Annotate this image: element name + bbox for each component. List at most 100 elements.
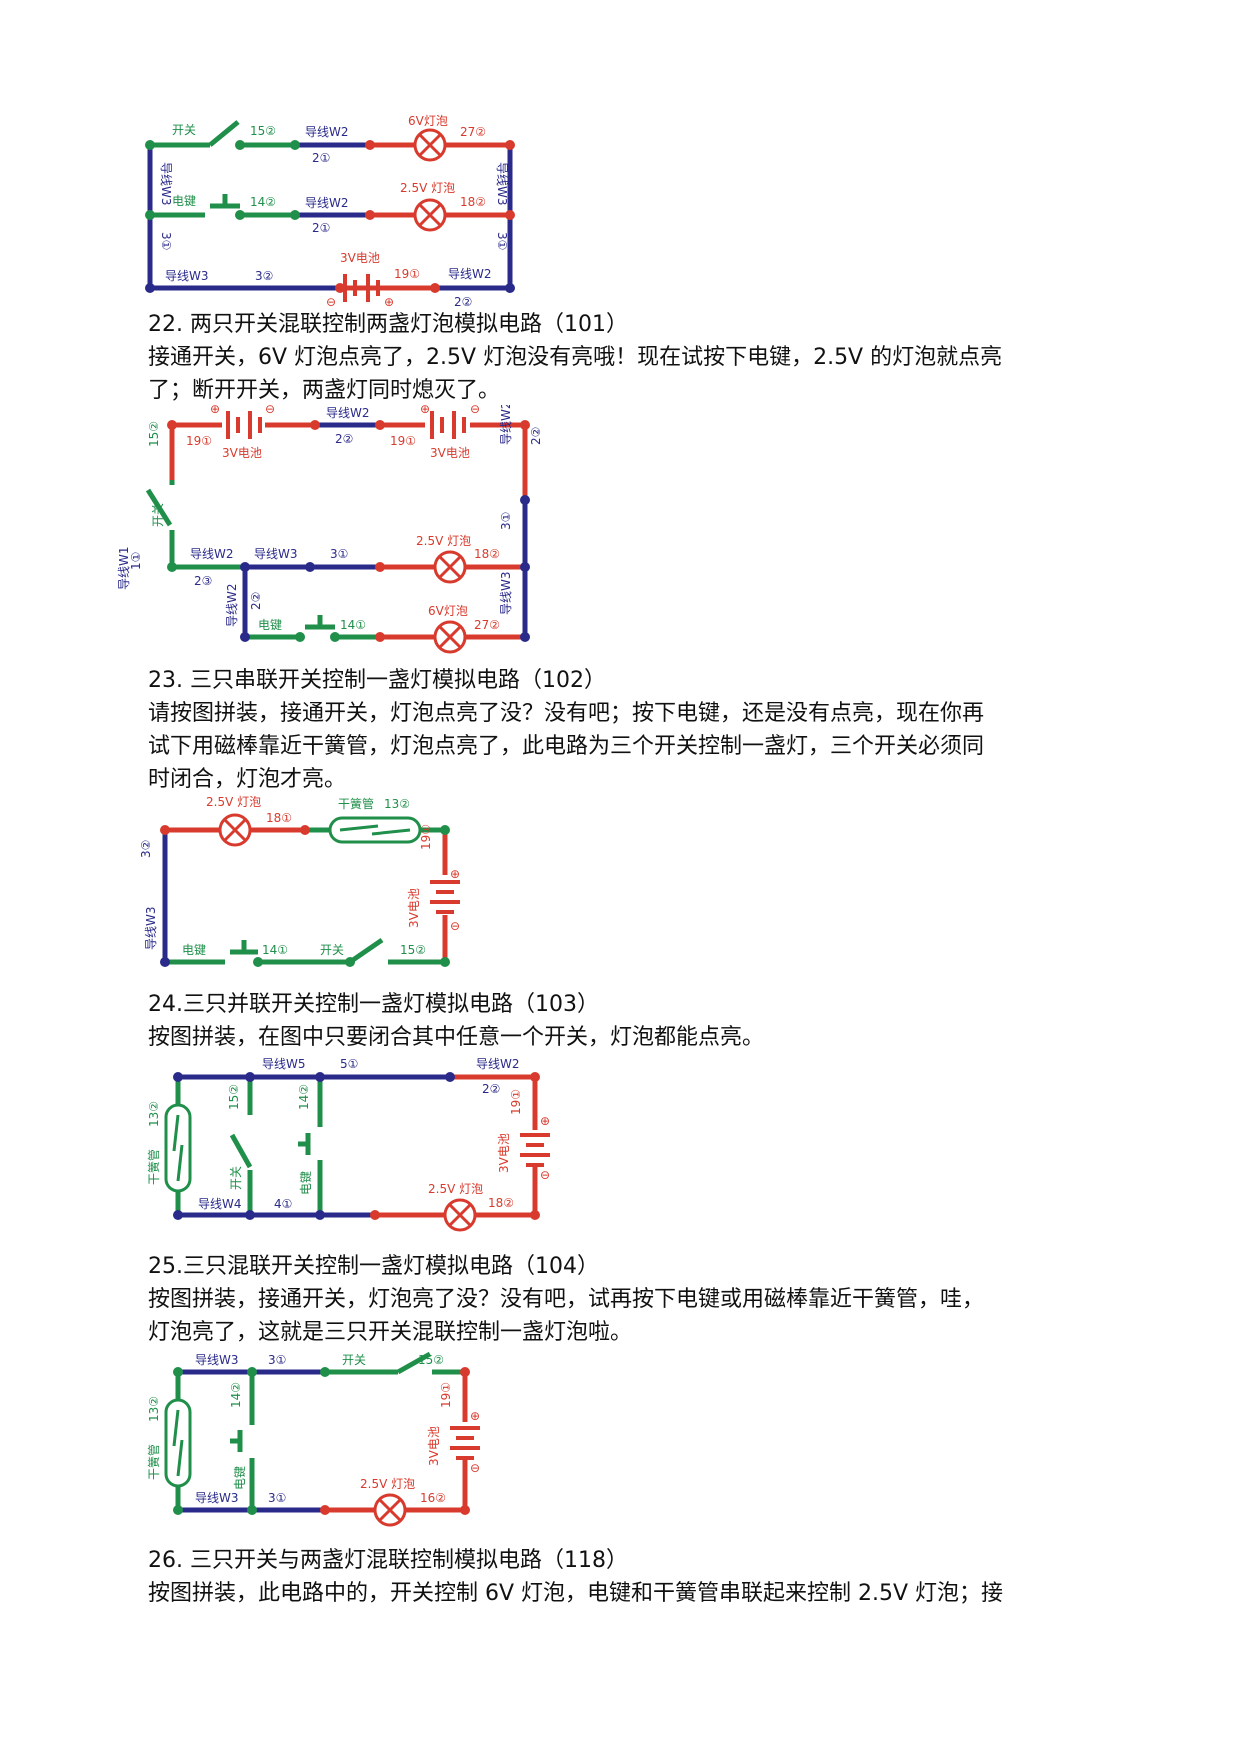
code-19-1b: 19① [390,434,416,448]
label-w2-bottom: 导线W2 [448,267,492,281]
label-w2b: 导线W2 [305,196,349,210]
circuit-diagram-25: 导线W5 5① 导线W2 2② 15② 14② 13② 干簧管 开关 电键 19… [0,1055,1241,1240]
circuit-diagram-23: ⊕ ⊖ ⊕ ⊖ 导线W2 2② 19① 3V电池 19① 3V电池 15② 开关… [0,405,1241,655]
label-key: 电键 [299,1171,313,1195]
code-27-2: 27② [474,618,500,632]
circuit-24-svg: 2.5V 灯泡 18① 干簧管 13② 3② 导线W3 19① 3V电池 ⊕ ⊖… [139,795,460,967]
section-text-line: 了；断开开关，两盏灯同时熄灭了。 [148,378,501,403]
minus-sign: ⊖ [326,295,336,309]
label-switch: 开关 [229,1166,243,1190]
label-w3-right: 导线W3 [495,162,509,206]
code-18-2: 18② [488,1196,514,1210]
label-w2-vertical: 导线W2 [225,583,239,627]
label-w3: 导线W3 [144,906,158,950]
label-switch: 开关 [172,123,196,137]
section-23: 23. 三只串联开关控制一盏灯模拟电路（102） 请按图拼装，接通开关，灯泡点亮… [148,664,1108,796]
label-key: 电键 [233,1466,247,1490]
code-2-3: 2③ [194,574,212,588]
code-13-2: 13② [147,1396,161,1422]
code-15-2: 15② [250,124,276,138]
minus-sign: ⊖ [265,405,275,416]
code-13-2: 13② [147,1101,161,1127]
circuit-26-svg: 导线W3 3① 开关 15② 14② 13② 干簧管 电键 19① 3V电池 ⊕… [146,1351,480,1527]
code-18-2: 18② [460,195,486,209]
section-text-line: 接通开关，6V 灯泡点亮了，2.5V 灯泡没有亮哦！现在试按下电键，2.5V 的… [148,345,1003,370]
code-19-1: 19① [509,1089,523,1115]
code-19-1: 19① [439,1382,453,1408]
circuit-diagram-26: 导线W3 3① 开关 15② 14② 13② 干簧管 电键 19① 3V电池 ⊕… [0,1350,1241,1530]
code-3-1a: 3① [268,1353,286,1367]
code-27-2: 27② [460,125,486,139]
label-w3-bottom: 导线W3 [195,1491,239,1505]
section-text-line: 按图拼装，接通开关，灯泡亮了没？没有吧，试再按下电键或用磁棒靠近干簧管，哇， [148,1287,985,1312]
code-2-1b: 2① [312,221,330,235]
section-24: 24.三只并联开关控制一盏灯模拟电路（103） 按图拼装，在图中只要闭合其中任意… [148,988,1108,1054]
label-w5: 导线W5 [262,1057,306,1071]
label-w2a: 导线W2 [305,125,349,139]
label-bulb25: 2.5V 灯泡 [428,1182,483,1196]
label-switch: 开关 [342,1353,366,1367]
code-13-2: 13② [384,797,410,811]
code-18-1: 18① [266,811,292,825]
section-text-line: 按图拼装，此电路中的，开关控制 6V 灯泡，电键和干簧管串联起来控制 2.5V … [148,1581,1004,1606]
label-key: 电键 [172,194,196,208]
label-battery-left: 3V电池 [222,446,262,460]
code-14-2: 14② [297,1084,311,1110]
label-w1: 导线W1 [117,546,131,590]
code-2-1a: 2① [312,151,330,165]
code-3-1a: 3① [330,547,348,561]
label-battery: 3V电池 [427,1426,441,1466]
label-reed: 干簧管 [146,1149,161,1185]
section-title: 24.三只并联开关控制一盏灯模拟电路（103） [148,992,599,1017]
code-15-2: 15② [400,943,426,957]
label-w3-left: 导线W3 [159,162,173,206]
minus-sign: ⊖ [450,919,460,933]
circuit-25-svg: 导线W5 5① 导线W2 2② 15② 14② 13② 干簧管 开关 电键 19… [146,1057,550,1232]
section-text-line: 时闭合，灯泡才亮。 [148,767,347,792]
code-14-1: 14① [262,943,288,957]
label-bulb25: 2.5V 灯泡 [206,795,261,809]
section-title: 22. 两只开关混联控制两盏灯泡模拟电路（101） [148,312,628,337]
label-switch: 开关 [151,503,165,527]
code-1-1: 1① [129,552,143,570]
code-15-2: 15② [418,1353,444,1367]
code-14-2: 14② [250,195,276,209]
minus-sign-2: ⊖ [470,405,480,416]
code-19-1: 19① [419,824,433,850]
code-15-2: 15② [227,1084,241,1110]
code-4-1: 4① [274,1197,292,1211]
plus-sign: ⊕ [384,295,394,309]
label-battery-right: 3V电池 [430,446,470,460]
section-title: 23. 三只串联开关控制一盏灯模拟电路（102） [148,668,606,693]
label-w2-right: 导线W2 [499,405,513,445]
code-2-2a: 2② [335,432,353,446]
circuit-22-svg: 开关 15② 导线W2 2① 6V灯泡 27② 电键 14② 导线W2 2① 2… [145,114,515,309]
label-reed: 干簧管 [338,796,374,811]
code-5-1: 5① [340,1057,358,1071]
section-text-line: 试下用磁棒靠近干簧管，灯泡点亮了，此电路为三个开关控制一盏灯，三个开关必须同 [148,734,985,759]
circuit-diagram-24: 2.5V 灯泡 18① 干簧管 13② 3② 导线W3 19① 3V电池 ⊕ ⊖… [0,790,1241,985]
code-14-2: 14② [229,1382,243,1408]
plus-sign: ⊕ [540,1114,550,1128]
code-2-2c: 2② [249,592,263,610]
plus-sign: ⊕ [210,405,220,416]
label-w2-top: 导线W2 [326,406,370,420]
label-bulb25: 2.5V 灯泡 [416,534,471,548]
label-w4: 导线W4 [198,1197,242,1211]
code-2-2: 2② [482,1082,500,1096]
code-3-1b: 3① [268,1491,286,1505]
label-key: 电键 [258,618,282,632]
label-bulb25: 2.5V 灯泡 [400,181,455,195]
code-14-1: 14① [340,618,366,632]
circuit-23-svg: ⊕ ⊖ ⊕ ⊖ 导线W2 2② 19① 3V电池 19① 3V电池 15② 开关… [117,405,543,654]
minus-sign: ⊖ [540,1168,550,1182]
code-19-1: 19① [394,267,420,281]
label-w3-mid: 导线W3 [254,547,298,561]
section-text-line: 请按图拼装，接通开关，灯泡点亮了没？没有吧；按下电键，还是没有点亮，现在你再 [148,701,985,726]
code-3-2: 3② [139,840,153,858]
label-w3-bottom: 导线W3 [165,269,209,283]
code-3-2: 3② [255,269,273,283]
plus-sign-2: ⊕ [420,405,430,416]
section-22: 22. 两只开关混联控制两盏灯泡模拟电路（101） 接通开关，6V 灯泡点亮了，… [148,308,1108,407]
code-15-2: 15② [147,421,161,447]
